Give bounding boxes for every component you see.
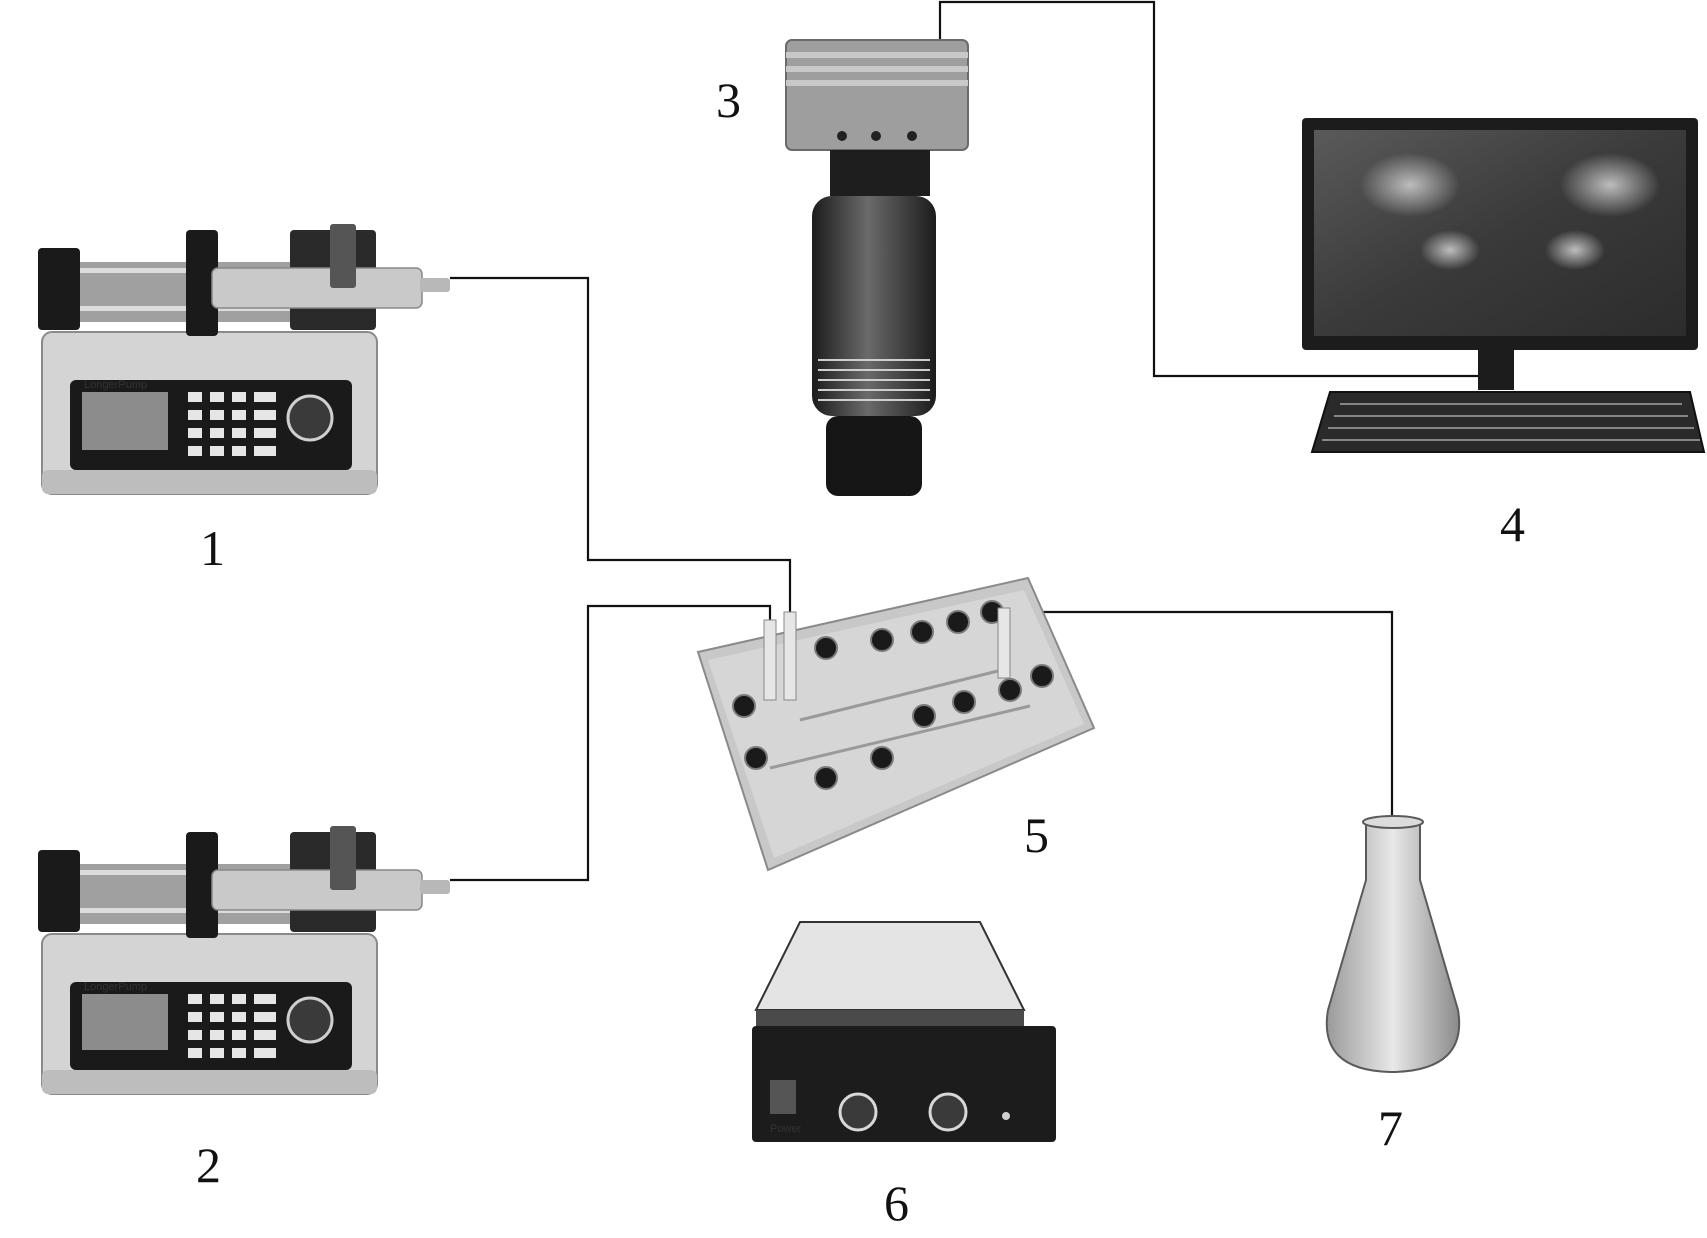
syringe-pump-2: LongerPump <box>38 826 450 1095</box>
inlet-needle <box>763 619 777 701</box>
camera-port <box>837 131 847 141</box>
heater-power-text: Power <box>770 1123 802 1135</box>
syringe-barrel <box>211 267 423 309</box>
pump-keypad <box>188 994 276 1058</box>
flask-glass <box>1325 819 1461 1073</box>
syringe-tip <box>420 880 450 894</box>
label-4-computer: 4 <box>1500 496 1525 552</box>
label-7-flask: 7 <box>1378 1100 1403 1156</box>
keyboard <box>1310 391 1706 453</box>
camera-port <box>907 131 917 141</box>
flask-rim <box>1362 815 1424 829</box>
pump-display-screen <box>82 392 168 450</box>
pump-base <box>42 470 377 494</box>
erlenmeyer-flask <box>1325 815 1461 1073</box>
chip-channel <box>769 704 1031 770</box>
syringe-pump-1: LongerPump <box>38 224 450 495</box>
chip-top-face <box>708 590 1084 858</box>
holder-clamp <box>330 826 356 890</box>
lens-coupler <box>830 150 930 196</box>
lens-barrel <box>812 196 936 416</box>
camera-port <box>871 131 881 141</box>
pump1-brand-text: LongerPump <box>84 379 147 391</box>
camera-fins <box>786 80 968 86</box>
label-6-heating-stage: 6 <box>884 1175 909 1231</box>
tube-pump1-to-chip <box>450 276 792 640</box>
pump-knob <box>286 394 334 442</box>
screen-reflection <box>1360 153 1460 217</box>
monitor-stand <box>1478 350 1514 390</box>
heater-base <box>752 1026 1056 1142</box>
label-2-syringe-pump: 2 <box>196 1137 221 1193</box>
pump-display-screen <box>82 994 168 1050</box>
pump-knob <box>286 996 334 1044</box>
heater-knob-right <box>928 1092 968 1132</box>
heater-top-plate <box>754 921 1026 1011</box>
heater-knob-left <box>838 1092 878 1132</box>
label-1-syringe-pump: 1 <box>200 520 225 576</box>
screen-reflection <box>1545 230 1605 270</box>
camera-fins <box>786 66 968 72</box>
label-3-camera: 3 <box>716 72 741 128</box>
pump-base <box>42 1070 377 1094</box>
heater-plate-edge <box>756 1010 1024 1026</box>
heater-indicator <box>1002 1112 1010 1120</box>
end-block-left <box>38 850 80 932</box>
lens-front <box>826 416 922 496</box>
screen-reflection <box>1420 230 1480 270</box>
microfluidic-chip <box>696 576 1096 872</box>
tube-chip-to-flask <box>1010 610 1394 830</box>
lens-focus-ring <box>818 359 930 401</box>
syringe-tip <box>420 278 450 292</box>
heating-stage: Power <box>752 921 1056 1142</box>
heater-power-switch <box>770 1080 796 1114</box>
pump2-brand-text: LongerPump <box>84 981 147 993</box>
camera-fins <box>786 52 968 58</box>
pusher-block <box>186 230 218 336</box>
chip-channel <box>799 666 1011 722</box>
inlet-needle <box>783 611 797 701</box>
screen-reflection <box>1560 153 1660 217</box>
pusher-block <box>186 832 218 938</box>
holder-clamp <box>330 224 356 288</box>
cable-camera-to-computer <box>938 0 1480 378</box>
end-block-left <box>38 248 80 330</box>
microscope-camera <box>785 39 969 496</box>
keyboard-keys <box>1322 403 1700 441</box>
outlet-needle <box>997 607 1011 679</box>
pump-keypad <box>188 392 276 456</box>
syringe-barrel <box>211 869 423 911</box>
label-5-microfluidic-chip: 5 <box>1024 807 1049 863</box>
computer <box>1302 118 1706 453</box>
component-labels: 1 2 3 4 5 6 7 <box>196 72 1525 1231</box>
